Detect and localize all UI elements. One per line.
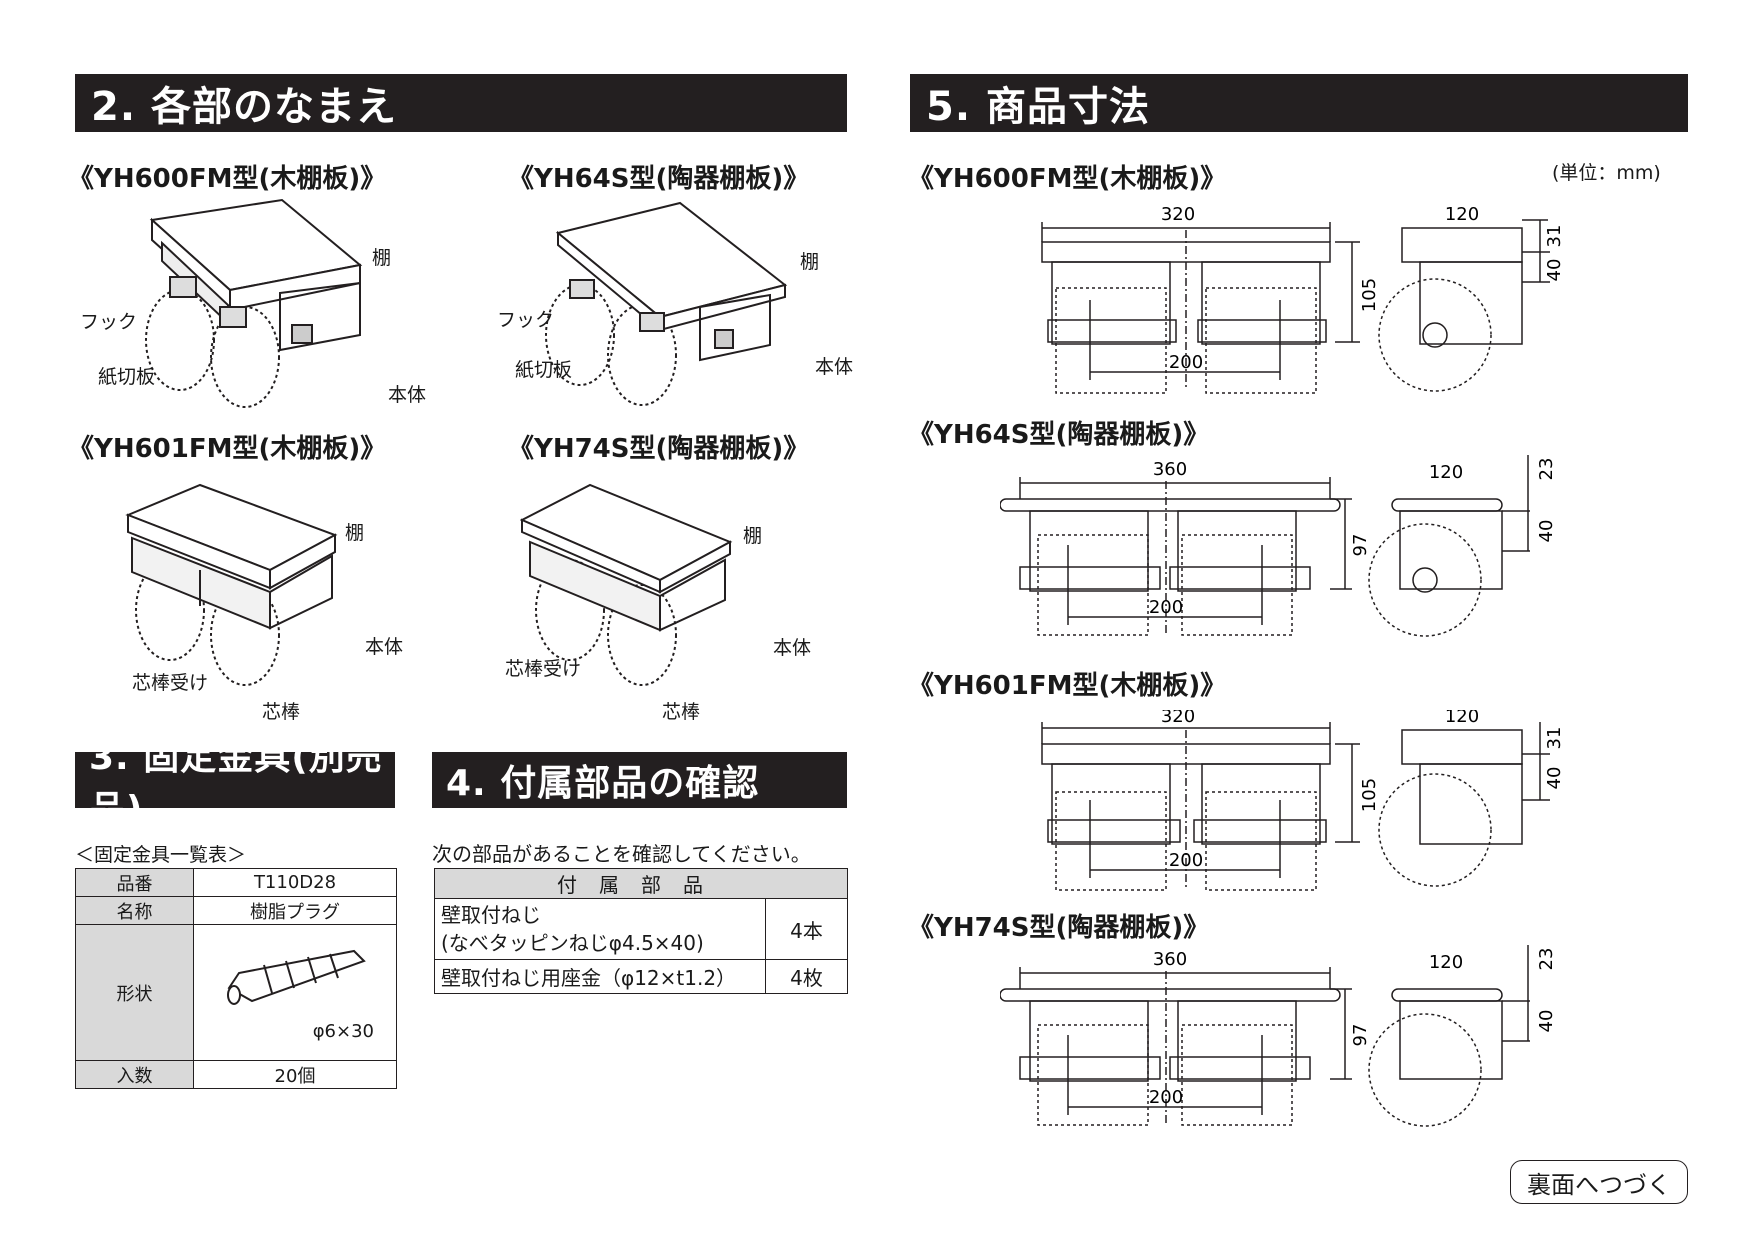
dimension-drawing-yh600fm: 320 200 105 120 31 40: [1041, 204, 1565, 394]
dim-yh64s-height: 97: [1350, 534, 1371, 557]
dim-yh64s-d2: 40: [1536, 520, 1557, 543]
dim-yh601fm-depth: 120: [1445, 710, 1479, 727]
dim-title-yh601fm: 《YH601FM型(木棚板)》: [908, 671, 1227, 701]
model-title-yh74s: 《YH74S型(陶器棚板)》: [508, 434, 810, 464]
plug-size-label: φ6×30: [312, 1021, 374, 1042]
accessories-header: 付属部品: [434, 868, 848, 899]
dim-title-yh74s: 《YH74S型(陶器棚板)》: [908, 913, 1210, 943]
table-row: 壁取付ねじ用座金（φ12×t1.2） 4枚: [434, 959, 848, 994]
table-header-cell: 名称: [75, 896, 194, 925]
accessory-name: 壁取付ねじ (なべタッピンねじφ4.5×40): [434, 898, 766, 960]
dim-yh600fm-d2: 40: [1544, 259, 1565, 282]
table-header-cell: 形状: [75, 924, 194, 1061]
table-header-row: 付属部品: [434, 868, 848, 899]
dim-yh601fm-d2: 40: [1544, 767, 1565, 790]
dim-title-yh64s: 《YH64S型(陶器棚板)》: [908, 420, 1210, 450]
label-body-4: 本体: [773, 637, 812, 659]
accessory-name-line1: 壁取付ねじ: [441, 903, 541, 927]
label-core-holder-2: 芯棒受け: [505, 658, 582, 680]
table-cell: T110D28: [193, 868, 397, 897]
dim-yh64s-depth: 120: [1429, 462, 1463, 483]
dim-yh600fm-d1: 31: [1544, 225, 1565, 248]
label-shelf-3: 棚: [345, 522, 365, 544]
dimension-drawing-yh74s: 360 200 97 120 23 40: [1000, 945, 1557, 1127]
label-cutter-1: 紙切板: [98, 366, 156, 388]
dim-yh74s-height: 97: [1350, 1024, 1371, 1047]
table-header-cell: 入数: [75, 1060, 194, 1089]
section-3-title-bar: 3. 固定金具(別売品): [75, 737, 395, 830]
dim-yh64s-pitch: 200: [1149, 597, 1183, 618]
illustration-yh74s: [520, 483, 733, 686]
dim-yh74s-d2: 40: [1536, 1010, 1557, 1033]
table-header-cell: 品番: [75, 868, 194, 897]
label-cutter-2: 紙切板: [515, 359, 573, 381]
label-hook-2: フック: [497, 309, 555, 331]
label-shelf-4: 棚: [743, 525, 763, 547]
dim-yh600fm-height: 105: [1359, 278, 1380, 312]
continue-label-text: 裏面へつづく: [1527, 1170, 1671, 1199]
dim-yh600fm-width: 320: [1161, 204, 1195, 225]
section-5-title-bar: 5. 商品寸法: [910, 74, 1688, 132]
dim-yh600fm-pitch: 200: [1169, 352, 1203, 373]
table-row: 形状 φ6×30: [75, 924, 397, 1061]
table-cell-shape: φ6×30: [193, 924, 397, 1061]
table-row: 壁取付ねじ (なべタッピンねじφ4.5×40) 4本: [434, 898, 848, 960]
table-row: 品番 T110D28: [75, 868, 397, 897]
accessory-name: 壁取付ねじ用座金（φ12×t1.2）: [434, 959, 766, 994]
dim-yh601fm-pitch: 200: [1169, 850, 1203, 871]
label-body-1: 本体: [388, 384, 427, 406]
section-5-title: 5. 商品寸法: [926, 84, 1150, 130]
dim-yh74s-width: 360: [1153, 949, 1187, 970]
section-2-title: 2. 各部のなまえ: [91, 84, 397, 130]
label-body-2: 本体: [815, 356, 854, 378]
dim-yh601fm-d1: 31: [1544, 727, 1565, 750]
table-row: 入数 20個: [75, 1060, 397, 1089]
section-2-title-bar: 2. 各部のなまえ: [75, 74, 847, 132]
dim-yh600fm-depth: 120: [1445, 204, 1479, 225]
dim-yh64s-width: 360: [1153, 459, 1187, 480]
table-cell: 20個: [193, 1060, 397, 1089]
accessories-intro: 次の部品があることを確認してください。: [432, 842, 811, 866]
fixture-table-caption: ＜固定金具一覧表＞: [75, 844, 247, 866]
accessory-qty: 4本: [765, 898, 848, 960]
fixture-table: 品番 T110D28 名称 樹脂プラグ 形状 φ6×30 入数 20個: [75, 868, 397, 1089]
model-title-yh64s: 《YH64S型(陶器棚板)》: [508, 164, 810, 194]
label-shelf-2: 棚: [800, 251, 820, 273]
dim-yh601fm-height: 105: [1359, 778, 1380, 812]
table-row: 名称 樹脂プラグ: [75, 896, 397, 925]
section-3-title: 3. 固定金具(別売品): [89, 737, 383, 830]
dimension-drawing-yh64s: 360 200 97 120 23 40: [1000, 455, 1557, 637]
section-4-title-bar: 4. 付属部品の確認: [432, 752, 847, 808]
illustration-yh601fm: [125, 483, 338, 686]
label-body-3: 本体: [365, 636, 404, 658]
dim-yh74s-pitch: 200: [1149, 1087, 1183, 1108]
table-cell: 樹脂プラグ: [193, 896, 397, 925]
continue-on-back-label: 裏面へつづく: [1510, 1160, 1688, 1204]
label-core-rod-2: 芯棒: [662, 701, 701, 723]
dim-title-yh600fm: 《YH600FM型(木棚板)》: [908, 164, 1227, 194]
illustration-yh600fm: [145, 198, 363, 408]
accessories-table: 付属部品 壁取付ねじ (なべタッピンねじφ4.5×40) 4本 壁取付ねじ用座金…: [434, 868, 848, 994]
plastic-plug-icon: [227, 949, 366, 1005]
dimension-drawing-yh601fm: 320 200 105 120 31 40: [1041, 710, 1565, 891]
dim-yh601fm-width: 320: [1161, 710, 1195, 727]
model-title-yh600fm: 《YH600FM型(木棚板)》: [68, 164, 387, 194]
dim-yh64s-d1: 23: [1536, 458, 1557, 481]
accessory-qty: 4枚: [765, 959, 848, 994]
model-title-yh601fm: 《YH601FM型(木棚板)》: [68, 434, 387, 464]
label-core-holder-1: 芯棒受け: [132, 672, 209, 694]
label-hook-1: フック: [80, 311, 138, 333]
accessory-name-line2: (なべタッピンねじφ4.5×40): [441, 931, 704, 955]
dim-yh74s-depth: 120: [1429, 952, 1463, 973]
unit-note: (単位：mm): [1552, 162, 1661, 184]
illustration-yh64s: [545, 201, 788, 406]
section-4-title: 4. 付属部品の確認: [446, 763, 760, 804]
label-shelf-1: 棚: [372, 247, 392, 269]
label-core-rod-1: 芯棒: [262, 701, 301, 723]
dim-yh74s-d1: 23: [1536, 948, 1557, 971]
